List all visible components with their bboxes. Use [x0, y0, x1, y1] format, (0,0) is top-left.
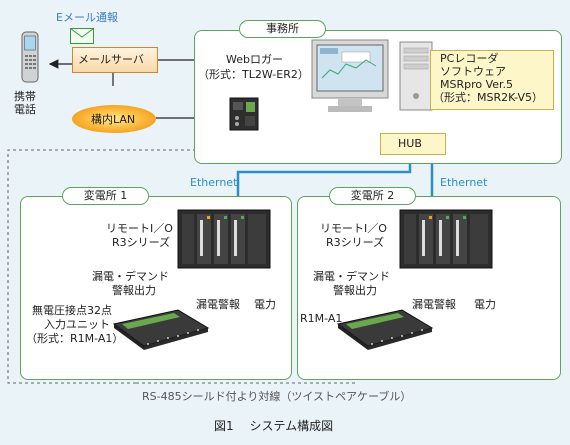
substation2-unit-label: R1M-A1: [300, 312, 343, 325]
pc-software-line3: MSRpro Ver.5: [440, 78, 514, 91]
hub-label: HUB: [398, 137, 422, 150]
pc-software-line4: （形式：MSR2K-V5）: [433, 91, 544, 104]
substation1-title: 変電所 1: [62, 187, 149, 205]
substation1-unit-line2: 入力ユニット: [44, 318, 110, 331]
office-title: 事務所: [239, 20, 326, 38]
lan-ellipse: [72, 105, 156, 133]
r1m-a1-unit-2: [336, 309, 434, 350]
substation1-remote-line1: リモートI／O: [106, 222, 173, 235]
mail-server-label: メールサーバ: [78, 53, 144, 66]
substation2-leak-alarm: 漏電警報: [412, 298, 456, 311]
logger-label-line2: （形式：TL2W-ER2）: [198, 68, 309, 81]
pc-software-box: [430, 50, 554, 110]
substation2-power: 電力: [474, 298, 496, 311]
substation1-demand-line2: 警報出力: [112, 284, 156, 297]
mail-server-box: [72, 47, 158, 73]
substation2-demand-line2: 警報出力: [333, 284, 377, 297]
pc-monitor: [311, 39, 389, 112]
email-notify-label: Eメール通報: [56, 11, 118, 24]
mobile-phone-icon: [21, 31, 39, 83]
web-logger-device: [229, 97, 259, 131]
ethernet-label-left: Ethernet: [190, 176, 238, 189]
substation1-demand-line1: 漏電・デマンド: [92, 270, 169, 283]
substation2-demand-line1: 漏電・デマンド: [313, 270, 390, 283]
substation1-unit-line1: 無電圧接点32点: [32, 304, 112, 317]
substation1-remote-line2: R3シリーズ: [112, 236, 171, 249]
pc-software-line2: ソフトウェア: [440, 65, 506, 78]
substation1-leak-alarm: 漏電警報: [196, 298, 240, 311]
r1m-a1-unit-1: [112, 309, 210, 350]
logger-label-line1: Webロガー: [226, 53, 283, 66]
substation1-unit-line3: （形式：R1M-A1）: [26, 332, 124, 345]
remote-io-r3-device-2: [399, 209, 493, 269]
phone-label: 携帯 電話: [14, 90, 36, 116]
pc-software-line1: PCレコーダ: [440, 52, 499, 65]
substation1-power: 電力: [254, 298, 276, 311]
envelope-icon: [70, 28, 94, 44]
rs485-cable-label: RS-485シールド付より対線（ツイストペアケーブル）: [142, 390, 412, 403]
ethernet-label-right: Ethernet: [440, 176, 488, 189]
substation2-remote-line1: リモートI／O: [320, 222, 387, 235]
hub-box: [380, 133, 446, 155]
substation2-remote-line2: R3シリーズ: [326, 236, 385, 249]
remote-io-r3-device-1: [177, 209, 271, 269]
lan-label: 構内LAN: [91, 113, 136, 126]
figure-caption: 図1 システム構成図: [214, 419, 334, 433]
pc-tower: [399, 41, 433, 111]
substation2-title: 変電所 2: [329, 187, 416, 205]
